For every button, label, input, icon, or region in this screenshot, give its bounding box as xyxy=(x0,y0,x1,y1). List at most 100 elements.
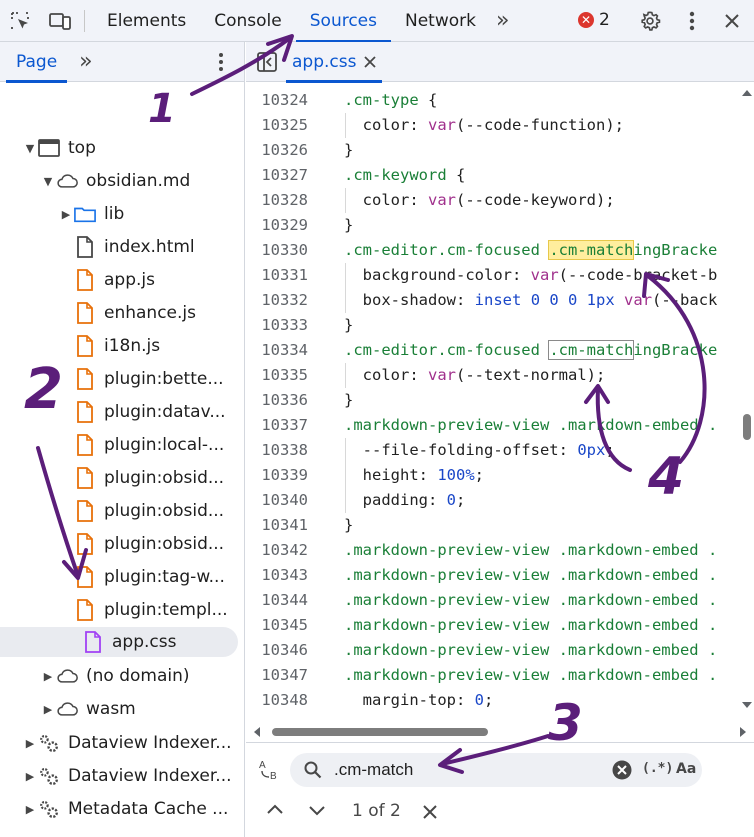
close-tab-icon[interactable] xyxy=(364,56,377,68)
tree-item-top[interactable]: ▼ top xyxy=(22,133,96,163)
tree-item-file[interactable]: plugin:obsid... xyxy=(74,463,224,493)
tree-label: plugin:obsid... xyxy=(104,468,225,488)
tab-network[interactable]: Network xyxy=(405,10,476,31)
tree-label: plugin:obsid... xyxy=(104,501,225,521)
toggle-navigator-icon[interactable] xyxy=(256,51,278,73)
number: 0 xyxy=(446,491,457,509)
selector: .markdown-embed . xyxy=(558,541,718,559)
error-count: 2 xyxy=(599,10,610,30)
tree-item-file[interactable]: plugin:obsid... xyxy=(74,496,224,526)
tree-item-file[interactable]: plugin:templ... xyxy=(74,595,228,625)
selector: .markdown-preview-view xyxy=(344,666,559,684)
inspect-element-icon[interactable] xyxy=(0,0,40,42)
script-file-icon xyxy=(74,565,96,589)
line-number: 10330 xyxy=(261,241,308,259)
selector: .markdown-preview-view xyxy=(344,566,559,584)
brace: } xyxy=(344,391,354,409)
script-file-icon xyxy=(74,433,96,457)
close-devtools-icon[interactable] xyxy=(712,0,752,42)
number: 100% xyxy=(437,466,475,484)
code-line: 10334.cm-editor.cm-focused .cm-matchingB… xyxy=(246,338,754,363)
regex-toggle-button[interactable]: (.*) xyxy=(642,761,674,776)
worker-gears-icon xyxy=(38,797,60,821)
tree-label: top xyxy=(68,138,96,158)
search-field[interactable]: (.*) Aa xyxy=(290,753,702,787)
function: var xyxy=(428,191,457,209)
tree-item-file[interactable]: index.html xyxy=(74,232,195,262)
tree-label: plugin:datav... xyxy=(104,402,226,422)
tree-label: app.js xyxy=(104,270,155,290)
tab-console[interactable]: Console xyxy=(214,10,282,31)
tree-item-worker[interactable]: ▶ Dataview Indexer... xyxy=(22,761,232,791)
line-number: 10344 xyxy=(261,591,308,609)
more-options-icon[interactable] xyxy=(672,0,712,42)
tree-item-wasm[interactable]: ▶ wasm xyxy=(40,694,136,724)
tree-item-file[interactable]: plugin:local-... xyxy=(74,430,224,460)
vertical-scrollbar[interactable] xyxy=(740,82,754,714)
cloud-icon xyxy=(56,169,78,193)
line-number: 10340 xyxy=(261,491,308,509)
tree-item-file[interactable]: plugin:tag-w... xyxy=(74,562,225,592)
tree-item-file[interactable]: app.js xyxy=(74,265,155,295)
search-input[interactable] xyxy=(334,760,654,780)
tree-item-lib[interactable]: ▶ lib xyxy=(58,199,124,229)
tree-label: (no domain) xyxy=(86,666,190,686)
code-line: 10332 box-shadow: inset 0 0 0 1px var(--… xyxy=(246,288,754,313)
tree-item-obsidian-md[interactable]: ▼ obsidian.md xyxy=(40,166,190,196)
script-file-icon xyxy=(74,301,96,325)
search-match: .cm-match xyxy=(548,340,635,360)
selector: .markdown-preview-view xyxy=(344,591,559,609)
number: 0px xyxy=(577,441,606,459)
property: color xyxy=(362,191,410,209)
worker-gears-icon xyxy=(38,731,60,755)
next-match-icon[interactable] xyxy=(308,805,326,817)
indent-guide xyxy=(345,113,346,138)
search-match-current: .cm-match xyxy=(548,240,635,260)
error-count-badge[interactable]: ✕ 2 xyxy=(578,10,610,30)
clear-search-icon[interactable] xyxy=(612,760,632,780)
match-case-toggle-button[interactable]: Aa xyxy=(676,761,697,777)
tree-item-file[interactable]: plugin:datav... xyxy=(74,397,226,427)
code-line: 10331 background-color: var(--code-brack… xyxy=(246,263,754,288)
code-area[interactable]: 10324.cm-type { 10325 color: var(--code-… xyxy=(246,88,754,718)
tree-item-file[interactable]: plugin:obsid... xyxy=(74,529,224,559)
navigator-menu-icon[interactable] xyxy=(218,52,224,72)
expanded-caret-icon: ▼ xyxy=(43,174,53,188)
line-number: 10329 xyxy=(261,216,308,234)
collapsed-caret-icon: ▶ xyxy=(43,702,53,716)
selector: .cm-editor.cm-focused xyxy=(344,241,550,259)
tree-item-file[interactable]: plugin:bette... xyxy=(74,364,224,394)
code-line: 10325 color: var(--code-function); xyxy=(246,113,754,138)
navigator-more-tabs[interactable]: » xyxy=(79,49,93,74)
tab-sources[interactable]: Sources xyxy=(295,0,392,43)
expanded-caret-icon: ▼ xyxy=(25,141,35,155)
tab-page[interactable]: Page xyxy=(0,42,73,83)
selector: .markdown-preview-view xyxy=(344,641,559,659)
tree-item-worker[interactable]: ▶ Dataview Indexer... xyxy=(22,728,232,758)
code-line: 10345.markdown-preview-view .markdown-em… xyxy=(246,613,754,638)
tree-item-no-domain[interactable]: ▶ (no domain) xyxy=(40,661,190,691)
code-line: 10329} xyxy=(246,213,754,238)
device-toolbar-icon[interactable] xyxy=(40,0,80,42)
tree-item-file[interactable]: i18n.js xyxy=(74,331,160,361)
line-number: 10327 xyxy=(261,166,308,184)
tree-item-worker[interactable]: ▶ Metadata Cache ... xyxy=(22,794,229,824)
function: var xyxy=(624,291,653,309)
tree-item-app-css-selected[interactable]: app.css xyxy=(0,627,238,657)
tree-item-file[interactable]: enhance.js xyxy=(74,298,196,328)
close-search-icon[interactable] xyxy=(422,804,438,820)
editor-tab-app-css[interactable]: app.css xyxy=(286,42,383,83)
previous-match-icon[interactable] xyxy=(266,803,284,815)
horizontal-scrollbar[interactable] xyxy=(246,722,754,742)
settings-gear-icon[interactable] xyxy=(630,0,670,42)
script-file-icon xyxy=(74,598,96,622)
more-tabs-button[interactable]: » xyxy=(495,8,510,33)
brace: } xyxy=(344,141,354,159)
code-line: 10346.markdown-preview-view .markdown-em… xyxy=(246,638,754,663)
line-number: 10325 xyxy=(261,116,308,134)
line-number: 10334 xyxy=(261,341,308,359)
function: var xyxy=(428,366,457,384)
selector: .markdown-embed . xyxy=(558,666,718,684)
tab-elements[interactable]: Elements xyxy=(107,10,187,31)
